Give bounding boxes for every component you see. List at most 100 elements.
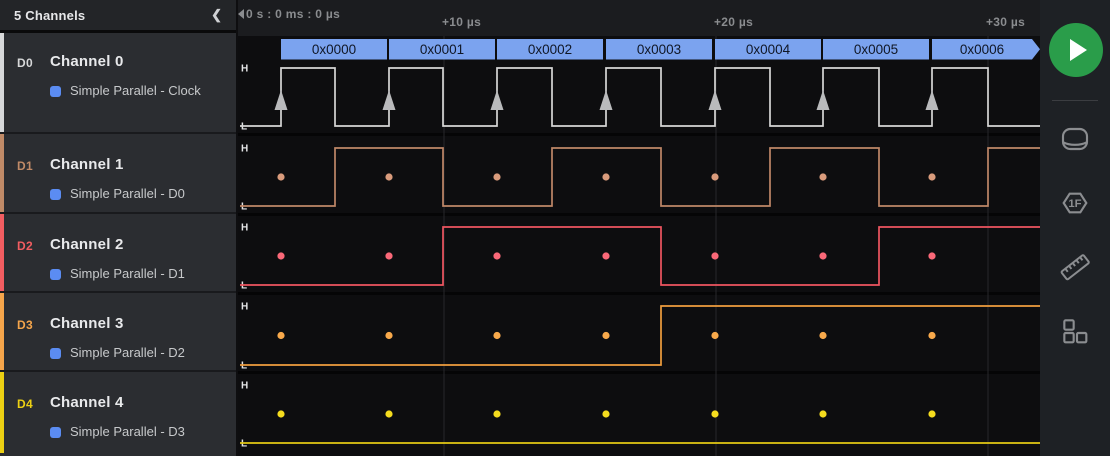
play-button[interactable] <box>1049 23 1103 77</box>
channel-id-label: D3 <box>17 318 33 332</box>
channel-name: Channel 2 <box>50 236 124 253</box>
analyzer-chip-icon <box>50 268 61 280</box>
channel-color-strip <box>0 214 4 291</box>
analyzer-label: Simple Parallel - Clock <box>70 83 201 98</box>
timeline-origin-label: 0 s : 0 ms : 0 µs <box>246 7 341 21</box>
sample-point-dot <box>819 173 827 181</box>
level-low-label: L <box>241 122 247 133</box>
channel-info: Channel 0 Simple Parallel - Clock <box>50 33 236 99</box>
clock-edge-arrow-icon <box>490 90 504 110</box>
annotations-icon[interactable]: 1F <box>1059 187 1091 219</box>
sample-point-dot <box>493 173 501 181</box>
channel-id-label: D4 <box>17 397 33 411</box>
channel-row[interactable]: D3 Channel 3 Simple Parallel - D2 <box>0 291 236 370</box>
sample-point-dot <box>602 173 610 181</box>
sample-point-dot <box>711 173 719 181</box>
sample-point-dot <box>602 252 610 260</box>
sample-point-dot <box>602 331 610 340</box>
capture-settings-icon[interactable] <box>1059 123 1091 155</box>
level-low-label: L <box>241 281 247 292</box>
analyzer-chip-icon <box>50 347 61 359</box>
sample-point-dot <box>928 252 936 260</box>
channel-color-strip <box>0 134 4 212</box>
sample-point-dot <box>819 331 827 340</box>
level-low-label: L <box>241 439 247 450</box>
time-zero-marker-icon <box>238 9 244 19</box>
sample-point-dot <box>602 410 610 418</box>
analyzer-row[interactable]: Simple Parallel - D3 <box>50 424 236 440</box>
level-high-label: H <box>241 223 248 234</box>
sample-point-dot <box>385 252 393 260</box>
channel-row[interactable]: D4 Channel 4 Simple Parallel - D3 <box>0 370 236 453</box>
sample-point-dot <box>711 331 719 340</box>
clock-edge-arrow-icon <box>925 90 939 110</box>
sample-point-dot <box>819 252 827 260</box>
analyzer-row[interactable]: Simple Parallel - D2 <box>50 345 236 361</box>
sample-point-dot <box>277 410 285 418</box>
channel-trace-d3 <box>240 305 1040 366</box>
channel-name: Channel 1 <box>50 156 124 173</box>
decoder-result-value: 0x0000 <box>312 42 356 57</box>
clock-edge-arrow-icon <box>708 90 722 110</box>
timeline-tick-label: +10 µs <box>442 15 482 29</box>
channel-color-strip <box>0 293 4 370</box>
sample-point-dot <box>928 331 936 340</box>
clock-edge-arrow-icon <box>274 90 288 110</box>
sample-point-dot <box>493 410 501 418</box>
row-separator <box>238 213 1040 216</box>
channel-info: Channel 3 Simple Parallel - D2 <box>50 293 236 361</box>
clock-edge-arrow-icon <box>599 90 613 110</box>
decoder-result-value: 0x0004 <box>746 42 791 57</box>
sample-point-dot <box>277 173 285 181</box>
level-high-label: H <box>241 381 248 392</box>
decoder-result-box[interactable] <box>389 39 495 60</box>
extensions-icon[interactable] <box>1059 315 1091 347</box>
channel-row[interactable]: D0 Channel 0 Simple Parallel - Clock <box>0 33 236 132</box>
row-separator <box>238 133 1040 136</box>
level-high-label: H <box>241 302 248 313</box>
timeline-tick-label: +30 µs <box>986 15 1026 29</box>
channel-trace-d1 <box>240 147 1040 207</box>
decoder-result-box[interactable] <box>606 39 712 60</box>
level-high-label: H <box>241 64 248 75</box>
channel-row[interactable]: D1 Channel 1 Simple Parallel - D0 <box>0 132 236 212</box>
sample-point-dot <box>493 331 501 340</box>
decoder-result-box[interactable] <box>281 39 387 60</box>
sidebar-header: 5 Channels ❮ <box>0 0 236 33</box>
clock-edge-arrow-icon <box>382 90 396 110</box>
channel-row[interactable]: D2 Channel 2 Simple Parallel - D1 <box>0 212 236 291</box>
decoder-result-box[interactable] <box>823 39 929 60</box>
analyzer-row[interactable]: Simple Parallel - Clock <box>50 83 236 99</box>
channel-id-label: D0 <box>17 56 33 70</box>
sample-point-dot <box>277 252 285 260</box>
analyzer-label: Simple Parallel - D3 <box>70 424 185 439</box>
hex-value-label: 1F <box>1068 198 1081 210</box>
row-separator <box>238 292 1040 295</box>
collapse-sidebar-icon[interactable]: ❮ <box>211 7 222 22</box>
channel-count-label: 5 Channels <box>14 7 86 23</box>
right-tool-panel: 1F <box>1040 0 1110 456</box>
analyzer-chip-icon <box>50 188 61 200</box>
sample-point-dot <box>493 252 501 260</box>
analyzer-row[interactable]: Simple Parallel - D1 <box>50 266 236 282</box>
measurements-icon[interactable] <box>1059 251 1091 283</box>
decoder-result-value: 0x0006 <box>960 42 1004 57</box>
decoder-result-box[interactable] <box>932 39 1040 60</box>
waveform-background <box>238 36 1040 456</box>
decoder-result-box[interactable] <box>715 39 821 60</box>
analyzer-label: Simple Parallel - D2 <box>70 345 185 360</box>
analyzer-chip-icon <box>50 85 61 97</box>
channel-info: Channel 4 Simple Parallel - D3 <box>50 372 236 440</box>
decoder-result-value: 0x0001 <box>420 42 464 57</box>
channel-id-label: D2 <box>17 239 33 253</box>
analyzer-chip-icon <box>50 426 61 438</box>
channel-name: Channel 3 <box>50 315 124 332</box>
analyzer-row[interactable]: Simple Parallel - D0 <box>50 186 236 202</box>
decoder-result-box[interactable] <box>497 39 603 60</box>
timeline-header[interactable]: 0 s : 0 ms : 0 µs +10 µs+20 µs+30 µs <box>238 0 1040 36</box>
decoder-result-value: 0x0003 <box>637 42 681 57</box>
channel-info: Channel 2 Simple Parallel - D1 <box>50 214 236 282</box>
analyzer-label: Simple Parallel - D1 <box>70 266 185 281</box>
